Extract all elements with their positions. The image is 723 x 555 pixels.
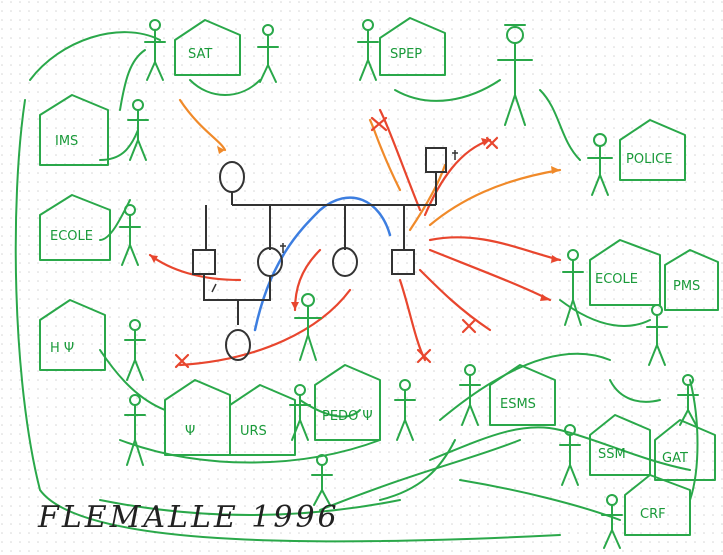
label-crf: CRF	[640, 507, 666, 522]
caption-flemalle-1996: FLEMALLE 1996	[37, 500, 340, 535]
label-ssm: SSM	[598, 447, 626, 462]
label-police: POLICE	[626, 152, 672, 167]
label-esms: ESMS	[500, 397, 536, 412]
label-hpsi: H Ψ	[50, 341, 74, 356]
label-urs: URS	[240, 424, 267, 439]
label-ecole-left: ECOLE	[50, 229, 93, 244]
label-psi: Ψ	[185, 424, 195, 439]
label-sat: SAT	[188, 47, 212, 62]
label-ecole-right: ECOLE	[595, 272, 638, 287]
label-ims: IMS	[55, 134, 78, 149]
label-gat: GAT	[662, 451, 688, 466]
label-spep: SPEP	[390, 47, 422, 62]
label-pedo-psi: PEDO Ψ	[322, 409, 373, 424]
label-pms: PMS	[673, 279, 700, 294]
